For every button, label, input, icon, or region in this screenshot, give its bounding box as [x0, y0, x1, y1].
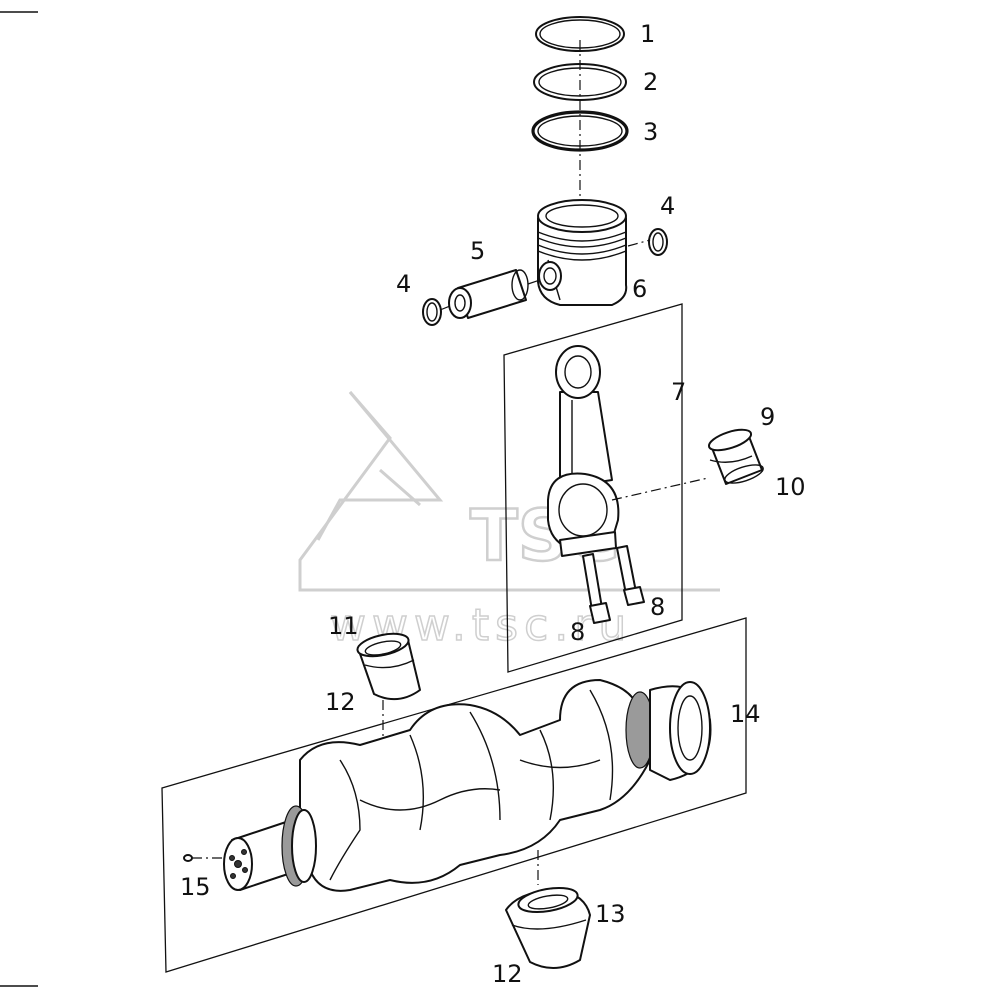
callout-13: 13	[595, 900, 626, 928]
dowel-pin	[183, 854, 193, 862]
conrod-bolt-left	[582, 553, 611, 624]
callout-1: 1	[640, 20, 655, 48]
callout-15: 15	[180, 873, 211, 901]
callout-8-right: 8	[650, 593, 665, 621]
main-bearing-lower	[505, 886, 591, 969]
piston-ring-3	[531, 110, 629, 152]
callout-6: 6	[632, 275, 647, 303]
conrod-bearing-axis-line	[611, 477, 709, 501]
callout-11: 11	[328, 612, 359, 640]
connecting-rod-frame	[503, 303, 683, 673]
pin-axis-line	[527, 279, 541, 285]
piston-ring-2	[533, 63, 627, 101]
connecting-rod	[547, 345, 620, 557]
callout-10: 10	[775, 473, 806, 501]
callout-4-left: 4	[396, 270, 411, 298]
callout-4-right: 4	[660, 192, 675, 220]
main-bearing-upper	[356, 632, 421, 701]
crankshaft-frame	[161, 617, 747, 973]
crankshaft	[223, 679, 712, 892]
piston	[537, 199, 628, 306]
callout-5: 5	[470, 237, 485, 265]
piston-ring-1	[535, 16, 625, 52]
callout-14: 14	[730, 700, 761, 728]
circlip-right	[648, 228, 668, 256]
circlip-axis-line-right	[627, 239, 651, 247]
callout-2: 2	[643, 68, 658, 96]
callout-8-left: 8	[570, 618, 585, 646]
callout-3: 3	[643, 118, 658, 146]
conrod-bolt-right	[616, 545, 645, 606]
circlip-left	[422, 298, 442, 326]
callout-9: 9	[760, 403, 775, 431]
callout-7: 7	[671, 378, 686, 406]
piston-pin	[448, 269, 529, 319]
conrod-bearing-shells	[707, 428, 764, 485]
callout-12-upper: 12	[325, 688, 356, 716]
callout-12-lower: 12	[492, 960, 523, 988]
